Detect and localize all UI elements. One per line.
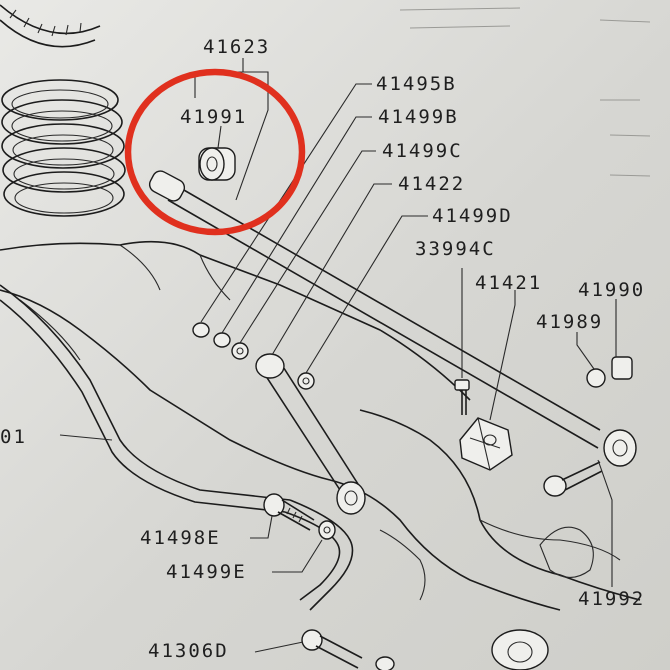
label-41992: 41992 [578,588,646,610]
label-41623: 41623 [203,36,271,58]
label-01: 01 [0,426,27,448]
bushing-41991 [198,147,236,181]
background-faint-lines [399,7,651,177]
washers-and-nuts [192,322,633,540]
coil-spring [1,79,126,217]
highlight-circle [124,68,306,236]
label-41990: 41990 [578,279,646,301]
label-41499D: 41499D [432,205,513,227]
shock-absorber [255,353,366,515]
bolt-41992 [543,461,603,497]
bracket-41421 [459,417,513,471]
leader-lines [59,58,617,653]
lateral-rod [148,170,637,467]
axle-housing [0,240,641,611]
label-41498E: 41498E [140,527,221,549]
label-41306D: 41306D [148,640,229,662]
label-41495B: 41495B [376,73,457,95]
label-41499E: 41499E [166,561,247,583]
bolt-33994C [454,379,470,415]
label-41499C: 41499C [382,140,463,162]
label-41989: 41989 [536,311,604,333]
stabilizer-bar [0,284,354,611]
label-33994C: 33994C [415,238,496,260]
label-41991: 41991 [180,106,248,128]
label-41499B: 41499B [378,106,459,128]
label-41421: 41421 [475,272,543,294]
bolt-41306D [301,629,549,670]
spring-seat-ring [0,4,101,48]
label-41422: 41422 [398,173,466,195]
bolt-41498E [263,493,315,531]
